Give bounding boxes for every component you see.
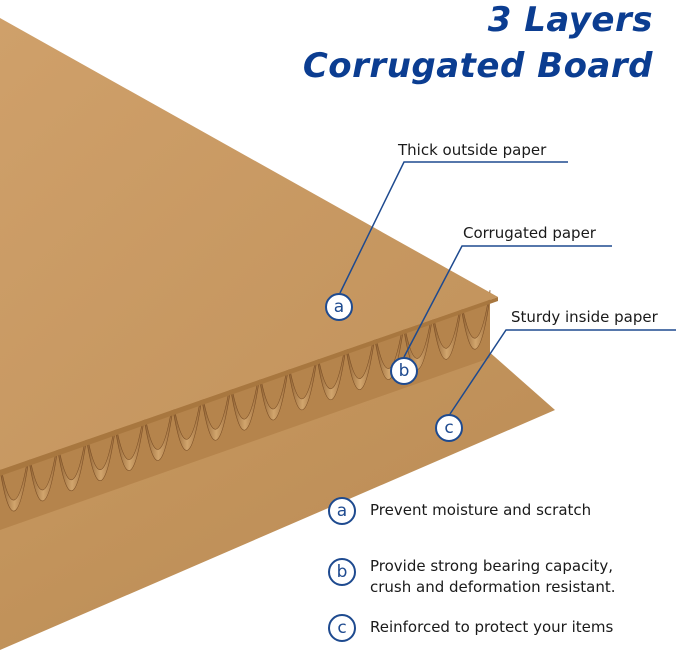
- feature-marker-a: a: [328, 497, 356, 525]
- feature-text-b-line2: crush and deformation resistant.: [370, 578, 616, 596]
- callout-label-b: Corrugated paper: [463, 224, 596, 242]
- inside-paper-sheet: [0, 335, 555, 650]
- callout-label-c: Sturdy inside paper: [511, 308, 658, 326]
- outside-paper-edge: [0, 297, 498, 476]
- feature-text-c-line1: Reinforced to protect your items: [370, 618, 614, 636]
- leader-line-a: [339, 161, 568, 294]
- callout-marker-a: a: [325, 293, 353, 321]
- callout-marker-b: b: [390, 357, 418, 385]
- outside-paper-sheet: [0, 18, 498, 470]
- leader-line-b: [403, 245, 612, 358]
- feature-text-a: Prevent moisture and scratch: [370, 497, 591, 521]
- title-line-2: Corrugated Board: [302, 46, 653, 86]
- title-line-1: 3 Layers: [487, 0, 653, 40]
- flute-wave: [460, 289, 491, 350]
- callout-label-a: Thick outside paper: [398, 141, 547, 159]
- feature-text-b-line1: Provide strong bearing capacity,: [370, 557, 614, 575]
- feature-text-c: Reinforced to protect your items: [370, 614, 613, 638]
- feature-row-c: c Reinforced to protect your items: [328, 614, 613, 642]
- callout-marker-c: c: [435, 414, 463, 442]
- feature-row-a: a Prevent moisture and scratch: [328, 497, 591, 525]
- leader-line-c: [449, 329, 676, 415]
- corrugated-flute-layer: [0, 289, 491, 530]
- flute-backing: [0, 292, 490, 530]
- feature-text-a-line1: Prevent moisture and scratch: [370, 501, 592, 519]
- feature-row-b: b Provide strong bearing capacity, crush…: [328, 553, 616, 598]
- feature-marker-c: c: [328, 614, 356, 642]
- feature-marker-b: b: [328, 558, 356, 586]
- feature-text-b: Provide strong bearing capacity, crush a…: [370, 553, 616, 598]
